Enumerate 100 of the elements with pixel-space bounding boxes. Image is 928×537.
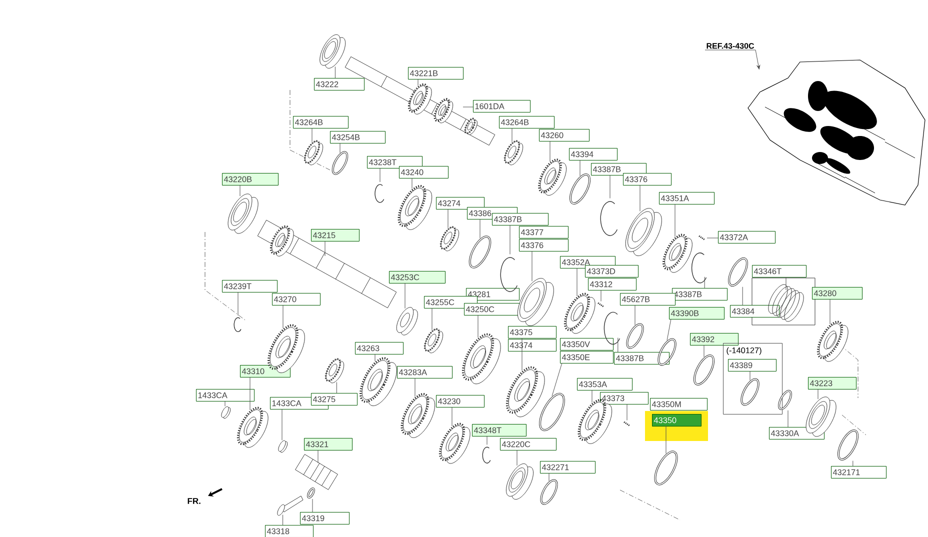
leader-line [486, 436, 488, 445]
gear [236, 406, 268, 448]
part-number-label: 1601DA [473, 100, 530, 112]
part-number-label: 43223 [808, 377, 856, 390]
gear [506, 366, 545, 418]
part-number-label: 43375 [508, 326, 556, 338]
snap-ring [600, 201, 618, 236]
snap-ring [234, 317, 242, 332]
sleeve [517, 278, 554, 326]
part-number-label: 43384 [730, 305, 780, 318]
spacer [221, 406, 231, 419]
bushing [396, 307, 418, 336]
part-number-label: 43264B [499, 116, 554, 128]
ring [778, 390, 792, 410]
gear [462, 333, 501, 384]
pin [624, 421, 630, 427]
leader-line [634, 304, 636, 326]
gear [398, 185, 432, 230]
part-number-label: 43377 [519, 226, 568, 238]
gear [564, 292, 596, 334]
ring [332, 151, 348, 175]
gear [816, 320, 848, 362]
leader-line [404, 282, 406, 309]
leader-line [852, 460, 854, 466]
part-number-label: 43238T [367, 156, 422, 168]
leader-line [548, 472, 550, 482]
bolt [277, 496, 304, 516]
leader-line [334, 66, 336, 78]
leader-line [516, 450, 518, 466]
part-number-label: 43220C [500, 438, 556, 450]
ring [539, 392, 565, 432]
part-number-label: 43350 [652, 414, 702, 426]
part-number-label: 43254B [330, 131, 386, 144]
leader-line [704, 276, 705, 288]
leader-line [674, 204, 676, 238]
part-number-label: 43376 [623, 173, 672, 186]
spacer [278, 440, 288, 453]
leader-line [324, 240, 326, 256]
part-number-label: 43283A [397, 366, 452, 378]
part-number-label: 1433CA [196, 389, 254, 402]
snap-ring [691, 252, 707, 284]
leader-line [666, 318, 672, 341]
part-number-label: 43263 [355, 342, 404, 354]
bearing [228, 194, 258, 234]
leader-line [462, 106, 474, 108]
part-number-label: 43253C [389, 271, 446, 284]
needle-bearing [324, 358, 344, 384]
part-number-label: 43392 [690, 333, 738, 346]
ring [569, 174, 591, 204]
part-number-label: 43387B [492, 213, 548, 226]
bearing [506, 463, 534, 500]
leader-line [414, 378, 416, 397]
reference-leader [704, 50, 760, 70]
part-number-label: 43240 [399, 166, 448, 178]
gear [434, 98, 454, 124]
spring [768, 284, 804, 322]
leader-line [282, 304, 284, 328]
ring [658, 338, 676, 366]
gear [400, 393, 436, 438]
part-number-label: 432271 [540, 461, 596, 474]
part-number-label: 43280 [812, 287, 862, 300]
part-number-label: 43274 [436, 197, 484, 210]
part-number-label: 43222 [314, 78, 364, 90]
needle-bearing [504, 140, 524, 166]
part-number-label: 432171 [831, 466, 886, 478]
part-number-label: 43387B [614, 352, 670, 364]
gear [662, 234, 692, 273]
part-number-label: 43353A [577, 378, 632, 390]
gear [538, 158, 567, 196]
leader-line [224, 400, 226, 406]
snap-ring [604, 312, 620, 345]
part-number-label: 43350E [560, 351, 614, 364]
part-number-label: 43346T [752, 265, 806, 278]
plate [740, 378, 760, 406]
needle-bearing [440, 226, 460, 252]
snap-ring [500, 257, 518, 292]
part-number-label: 43390B [669, 307, 724, 320]
part-number-label: 43220B [222, 173, 278, 186]
reference-label: REF.43-430C [706, 43, 754, 49]
pin [598, 302, 604, 308]
part-number-label: 43239T [222, 280, 278, 292]
part-number-label: 43387B [591, 163, 646, 176]
part-number-label: 43351A [659, 192, 714, 204]
part-number-label: 43250C [464, 303, 520, 316]
part-number-label: 43373 [600, 392, 648, 404]
needle-bearing [464, 118, 478, 135]
direction-label: FR. [188, 498, 200, 504]
part-number-label: 43394 [569, 148, 618, 160]
leader-line [626, 404, 628, 421]
part-number-label: 43376 [519, 239, 568, 252]
leader-line [374, 354, 376, 362]
part-number-label: 43215 [311, 229, 360, 242]
ring [654, 450, 678, 486]
ring [837, 430, 859, 460]
leader-line [742, 286, 743, 306]
snap-ring [374, 184, 384, 203]
part-number-label: 43221B [408, 67, 464, 80]
gear [438, 422, 470, 464]
leader-line [600, 290, 602, 302]
washer [307, 487, 315, 498]
